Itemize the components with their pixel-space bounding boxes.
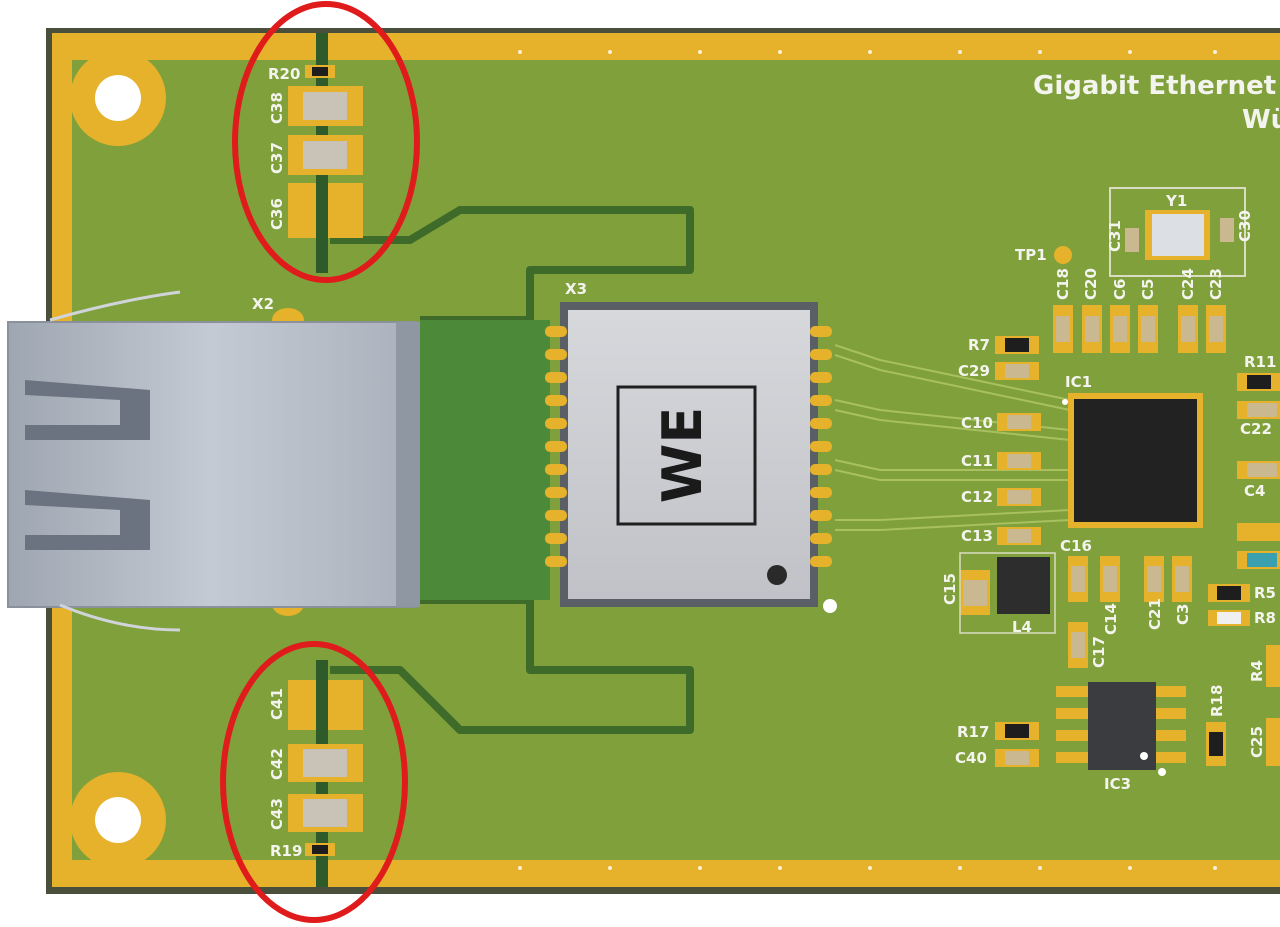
label-c37: C37 bbox=[268, 142, 286, 174]
label-r17: R17 bbox=[957, 723, 989, 741]
resistor-r18-body bbox=[1209, 732, 1223, 756]
caps-c10-c13 bbox=[997, 413, 1041, 545]
label-c12: C12 bbox=[961, 488, 993, 506]
resistor-r8-body bbox=[1217, 612, 1241, 624]
label-c14: C14 bbox=[1102, 603, 1120, 635]
label-c38: C38 bbox=[268, 92, 286, 124]
cap-c29-body bbox=[1005, 364, 1029, 378]
resistor-r17-body bbox=[1005, 724, 1029, 738]
led-body bbox=[1247, 553, 1277, 567]
ic1-pin1-dot bbox=[1062, 399, 1068, 405]
module-pins-left bbox=[545, 326, 567, 567]
inductor-l4 bbox=[997, 557, 1050, 614]
label-c10: C10 bbox=[961, 414, 993, 432]
label-r19: R19 bbox=[270, 842, 302, 860]
label-c6: C6 bbox=[1111, 279, 1129, 300]
frame-vias bbox=[518, 50, 1217, 870]
label-y1: Y1 bbox=[1165, 192, 1187, 210]
label-ic1: IC1 bbox=[1065, 373, 1092, 391]
cap-c25 bbox=[1266, 718, 1280, 766]
label-r5: R5 bbox=[1254, 584, 1276, 602]
mounting-hole-bottom bbox=[70, 772, 166, 868]
label-c22: C22 bbox=[1240, 420, 1272, 438]
board-title-line2: Wü bbox=[1242, 105, 1280, 135]
resistor-r11-body bbox=[1247, 375, 1271, 389]
resistor-r5-body bbox=[1217, 586, 1241, 600]
label-c13: C13 bbox=[961, 527, 993, 545]
label-c36: C36 bbox=[268, 198, 286, 230]
pin1-dot bbox=[823, 599, 837, 613]
label-c30: C30 bbox=[1236, 210, 1254, 242]
resistor-r7-body bbox=[1005, 338, 1029, 352]
label-c16: C16 bbox=[1060, 537, 1092, 555]
mounting-hole-top bbox=[70, 50, 166, 146]
label-c18: C18 bbox=[1054, 268, 1072, 300]
cap-right-a bbox=[1237, 523, 1280, 541]
cap-c4-body bbox=[1247, 463, 1277, 477]
label-c23: C23 bbox=[1207, 268, 1225, 300]
label-c21: C21 bbox=[1146, 598, 1164, 630]
inductor-l4-outline bbox=[959, 552, 1056, 634]
label-c31: C31 bbox=[1106, 220, 1124, 252]
label-c4: C4 bbox=[1244, 482, 1265, 500]
module-pins-right bbox=[810, 326, 832, 567]
module-logo: WE bbox=[651, 407, 714, 503]
label-r8: R8 bbox=[1254, 609, 1276, 627]
resistor-r4 bbox=[1266, 645, 1280, 687]
cap-c15-body bbox=[963, 580, 987, 606]
cap-c30 bbox=[1220, 218, 1234, 242]
label-r18: R18 bbox=[1208, 685, 1226, 717]
label-c29: C29 bbox=[958, 362, 990, 380]
cap-group-bottom bbox=[288, 680, 363, 856]
rj45-jack bbox=[7, 290, 420, 632]
crystal-y1 bbox=[1145, 210, 1210, 260]
ic1-chip bbox=[1068, 393, 1203, 528]
label-l4: L4 bbox=[1012, 618, 1032, 636]
label-tp1: TP1 bbox=[1015, 246, 1047, 264]
label-c43: C43 bbox=[268, 798, 286, 830]
label-r7: R7 bbox=[968, 336, 990, 354]
label-c3: C3 bbox=[1174, 604, 1192, 625]
label-c42: C42 bbox=[268, 748, 286, 780]
label-c5: C5 bbox=[1139, 279, 1157, 300]
cap-group-top bbox=[288, 65, 363, 238]
label-c11: C11 bbox=[961, 452, 993, 470]
caps-vertical-mid bbox=[1068, 556, 1192, 668]
highlight-ring-top bbox=[232, 1, 420, 283]
label-r20: R20 bbox=[268, 65, 300, 83]
board-title-line1: Gigabit Ethernet bbox=[1033, 71, 1276, 101]
label-c15: C15 bbox=[941, 573, 959, 605]
label-c40: C40 bbox=[955, 749, 987, 767]
label-c20: C20 bbox=[1082, 268, 1100, 300]
label-x2: X2 bbox=[252, 295, 274, 313]
label-r11: R11 bbox=[1244, 353, 1276, 371]
label-c17: C17 bbox=[1090, 636, 1108, 668]
cap-c40-body bbox=[1005, 751, 1029, 765]
cap-row-top bbox=[1053, 305, 1226, 353]
test-point-tp1 bbox=[1054, 246, 1072, 264]
crystal-outline bbox=[1109, 187, 1246, 277]
label-r4: R4 bbox=[1248, 660, 1266, 682]
label-x3: X3 bbox=[565, 280, 587, 298]
magnetics-module bbox=[560, 302, 818, 607]
cap-c31 bbox=[1125, 228, 1139, 252]
label-c41: C41 bbox=[268, 688, 286, 720]
label-c25: C25 bbox=[1248, 726, 1266, 758]
ic3-chip bbox=[1056, 682, 1186, 770]
label-ic3: IC3 bbox=[1104, 775, 1131, 793]
cap-c22-body bbox=[1247, 403, 1277, 417]
ic3-pin1-dot bbox=[1158, 768, 1166, 776]
signal-area bbox=[420, 320, 550, 600]
highlight-ring-bottom bbox=[220, 641, 408, 923]
pcb-traces bbox=[330, 206, 694, 734]
label-c24: C24 bbox=[1179, 268, 1197, 300]
